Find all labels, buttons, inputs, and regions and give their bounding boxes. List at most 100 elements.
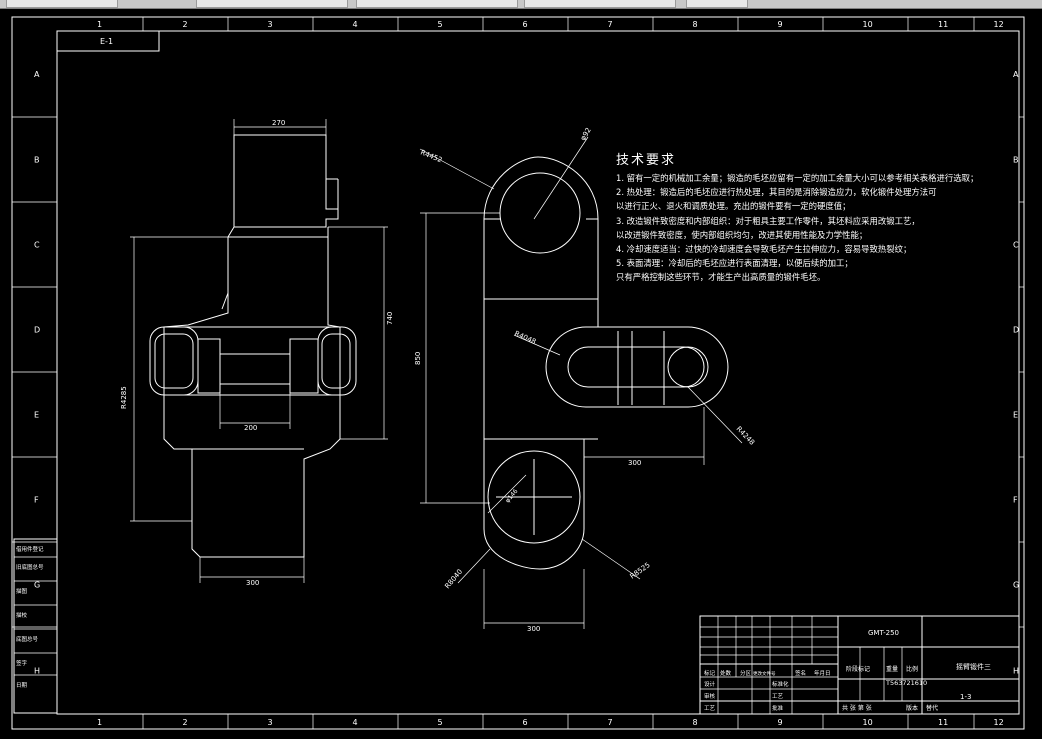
left-view: 270 R4285 740 200 300: [120, 119, 394, 587]
side-table-cell: 旧底图总号: [16, 563, 44, 571]
col-label-bottom: 6: [523, 718, 528, 727]
col-label-top: 10: [863, 20, 873, 29]
row-label-right: H: [1013, 667, 1019, 676]
col-label-bottom: 2: [183, 718, 188, 727]
col-label-top: 4: [353, 20, 358, 29]
col-label-bottom: 12: [994, 718, 1004, 727]
side-table-cell: 底图总号: [16, 635, 39, 643]
right-view: 850 R4452 φ92 R4048 R4248 300 φ146 R8040…: [414, 126, 756, 633]
col-label-top: 12: [994, 20, 1004, 29]
col-label-top: 5: [438, 20, 443, 29]
row-label-left: A: [34, 70, 40, 79]
col-label-top: 3: [268, 20, 273, 29]
tb-row-5: 年月日: [814, 669, 831, 677]
col-label-top: 7: [608, 20, 613, 29]
title-part-name: 摇臂锻件三: [956, 662, 991, 671]
dim-left-height: R4285: [120, 386, 128, 409]
col-label-top: 8: [693, 20, 698, 29]
row-label-left: E: [34, 411, 39, 420]
tech-req-line: 只有严格控制这些环节，才能生产出高质量的锻件毛坯。: [616, 272, 826, 283]
dim-left-bottom: 300: [246, 579, 259, 587]
col-label-bottom: 10: [863, 718, 873, 727]
toolbar-segment[interactable]: [196, 0, 348, 8]
drawing-tag-box: [56, 30, 160, 52]
tb-mid-2: 批准: [772, 704, 784, 712]
side-table-cell: 描校: [16, 611, 28, 619]
col-label-bottom: 5: [438, 718, 443, 727]
row-label-right: E: [1013, 411, 1018, 420]
title-part-code: GMT-250: [868, 629, 899, 637]
tb-bottom-mid: 版本: [906, 704, 918, 712]
row-label-right: B: [1013, 156, 1019, 165]
col-label-bottom: 1: [97, 718, 102, 727]
top-toolbar: [0, 0, 1042, 9]
tb-left-1: 审核: [704, 692, 716, 700]
col-label-bottom: 7: [608, 718, 613, 727]
row-label-left: F: [34, 496, 39, 505]
dim-right-bottom-r2: R8525: [629, 561, 652, 581]
tb-mid-1: 工艺: [772, 693, 784, 700]
inner-frame: [56, 30, 1020, 715]
title-weight-header: 重量: [886, 665, 898, 673]
title-stage-header: 阶段标记: [846, 665, 870, 673]
toolbar-segment[interactable]: [686, 0, 748, 8]
row-label-left: B: [34, 156, 40, 165]
tb-row-2: 分区: [740, 669, 752, 677]
col-label-top: 2: [183, 20, 188, 29]
col-label-top: 1: [97, 20, 102, 29]
tb-row-3: 更改文件号: [753, 670, 776, 677]
dim-left-right-height: 740: [386, 312, 394, 325]
tb-row-4: 签名: [795, 669, 806, 677]
tb-mid-0: 标准化: [772, 680, 789, 688]
drawing-tag-text: E-1: [100, 37, 113, 46]
title-ratio-header: 比例: [906, 665, 918, 673]
dim-right-arm-len: 300: [628, 459, 641, 467]
col-label-bottom: 4: [353, 718, 358, 727]
tech-req-line: 以改进锻件致密度，使内部组织均匀，改进其使用性能及力学性能；: [616, 229, 868, 240]
dim-right-top-dia: φ92: [579, 126, 593, 142]
col-label-top: 6: [523, 20, 528, 29]
tech-req-line: 4. 冷却速度适当：过快的冷却速度会导致毛坯产生拉伸应力，容易导致热裂纹；: [616, 244, 912, 255]
side-table-cell: 日期: [16, 682, 28, 689]
tech-req-line: 1. 留有一定的机械加工余量；锻造的毛坯应留有一定的加工余量大小可以参考相关表格…: [616, 173, 979, 183]
tb-bottom-left: 共 张 第 张: [842, 704, 872, 712]
technical-requirements: 技术要求 1. 留有一定的机械加工余量；锻造的毛坯应留有一定的加工余量大小可以参…: [616, 149, 1036, 285]
col-label-top: 9: [778, 20, 783, 29]
tb-left-0: 设计: [704, 680, 716, 688]
tech-req-title: 技术要求: [616, 153, 677, 168]
side-table-cell: 描图: [16, 587, 28, 595]
side-table-cell: 借用件登记: [16, 545, 44, 553]
col-label-bottom: 9: [778, 718, 783, 727]
col-label-bottom: 3: [268, 718, 273, 727]
tb-bottom-right: 替代: [926, 704, 938, 712]
col-label-bottom: 11: [938, 718, 948, 727]
row-label-left: G: [34, 581, 40, 590]
row-label-left: H: [34, 667, 40, 676]
tech-req-line: 以进行正火、退火和调质处理。充出的锻件要有一定的硬度值；: [616, 201, 851, 212]
tech-req-line: 3. 改造锻件致密度和内部组织：对于粗具主要工作零件，其坯料应采用改锻工艺，: [616, 215, 920, 226]
dim-right-arm-dia: R4248: [735, 425, 757, 447]
tb-left-2: 工艺: [704, 705, 716, 712]
dim-right-top-radius: R4452: [419, 148, 443, 164]
col-label-top: 11: [938, 20, 948, 29]
row-label-left: D: [34, 326, 40, 335]
dim-right-height: 850: [414, 352, 422, 365]
tech-req-line: 2. 热处理：锻造后的毛坯应进行热处理，其目的是消除锻造应力，软化锻件处理方法可: [616, 187, 937, 198]
toolbar-segment[interactable]: [356, 0, 518, 8]
toolbar-segment[interactable]: [6, 0, 118, 8]
row-label-right: G: [1013, 581, 1019, 590]
title-block: GMT-250 摇臂锻件三 1-3 T563721610 阶段标记 重量 比例 …: [699, 615, 1020, 715]
row-label-right: A: [1013, 70, 1019, 79]
outer-frame: [11, 16, 1025, 730]
tech-req-line: 5. 表面清理：冷却后的毛坯应进行表面清理，以便后续的加工；: [616, 258, 853, 269]
toolbar-segment[interactable]: [524, 0, 676, 8]
row-label-right: F: [1013, 496, 1018, 505]
tb-row-0: 标记: [704, 669, 716, 677]
dim-right-bottom: 300: [527, 625, 540, 633]
title-drawing-number: T563721610: [885, 679, 927, 687]
tb-row-1: 处数: [720, 669, 732, 677]
